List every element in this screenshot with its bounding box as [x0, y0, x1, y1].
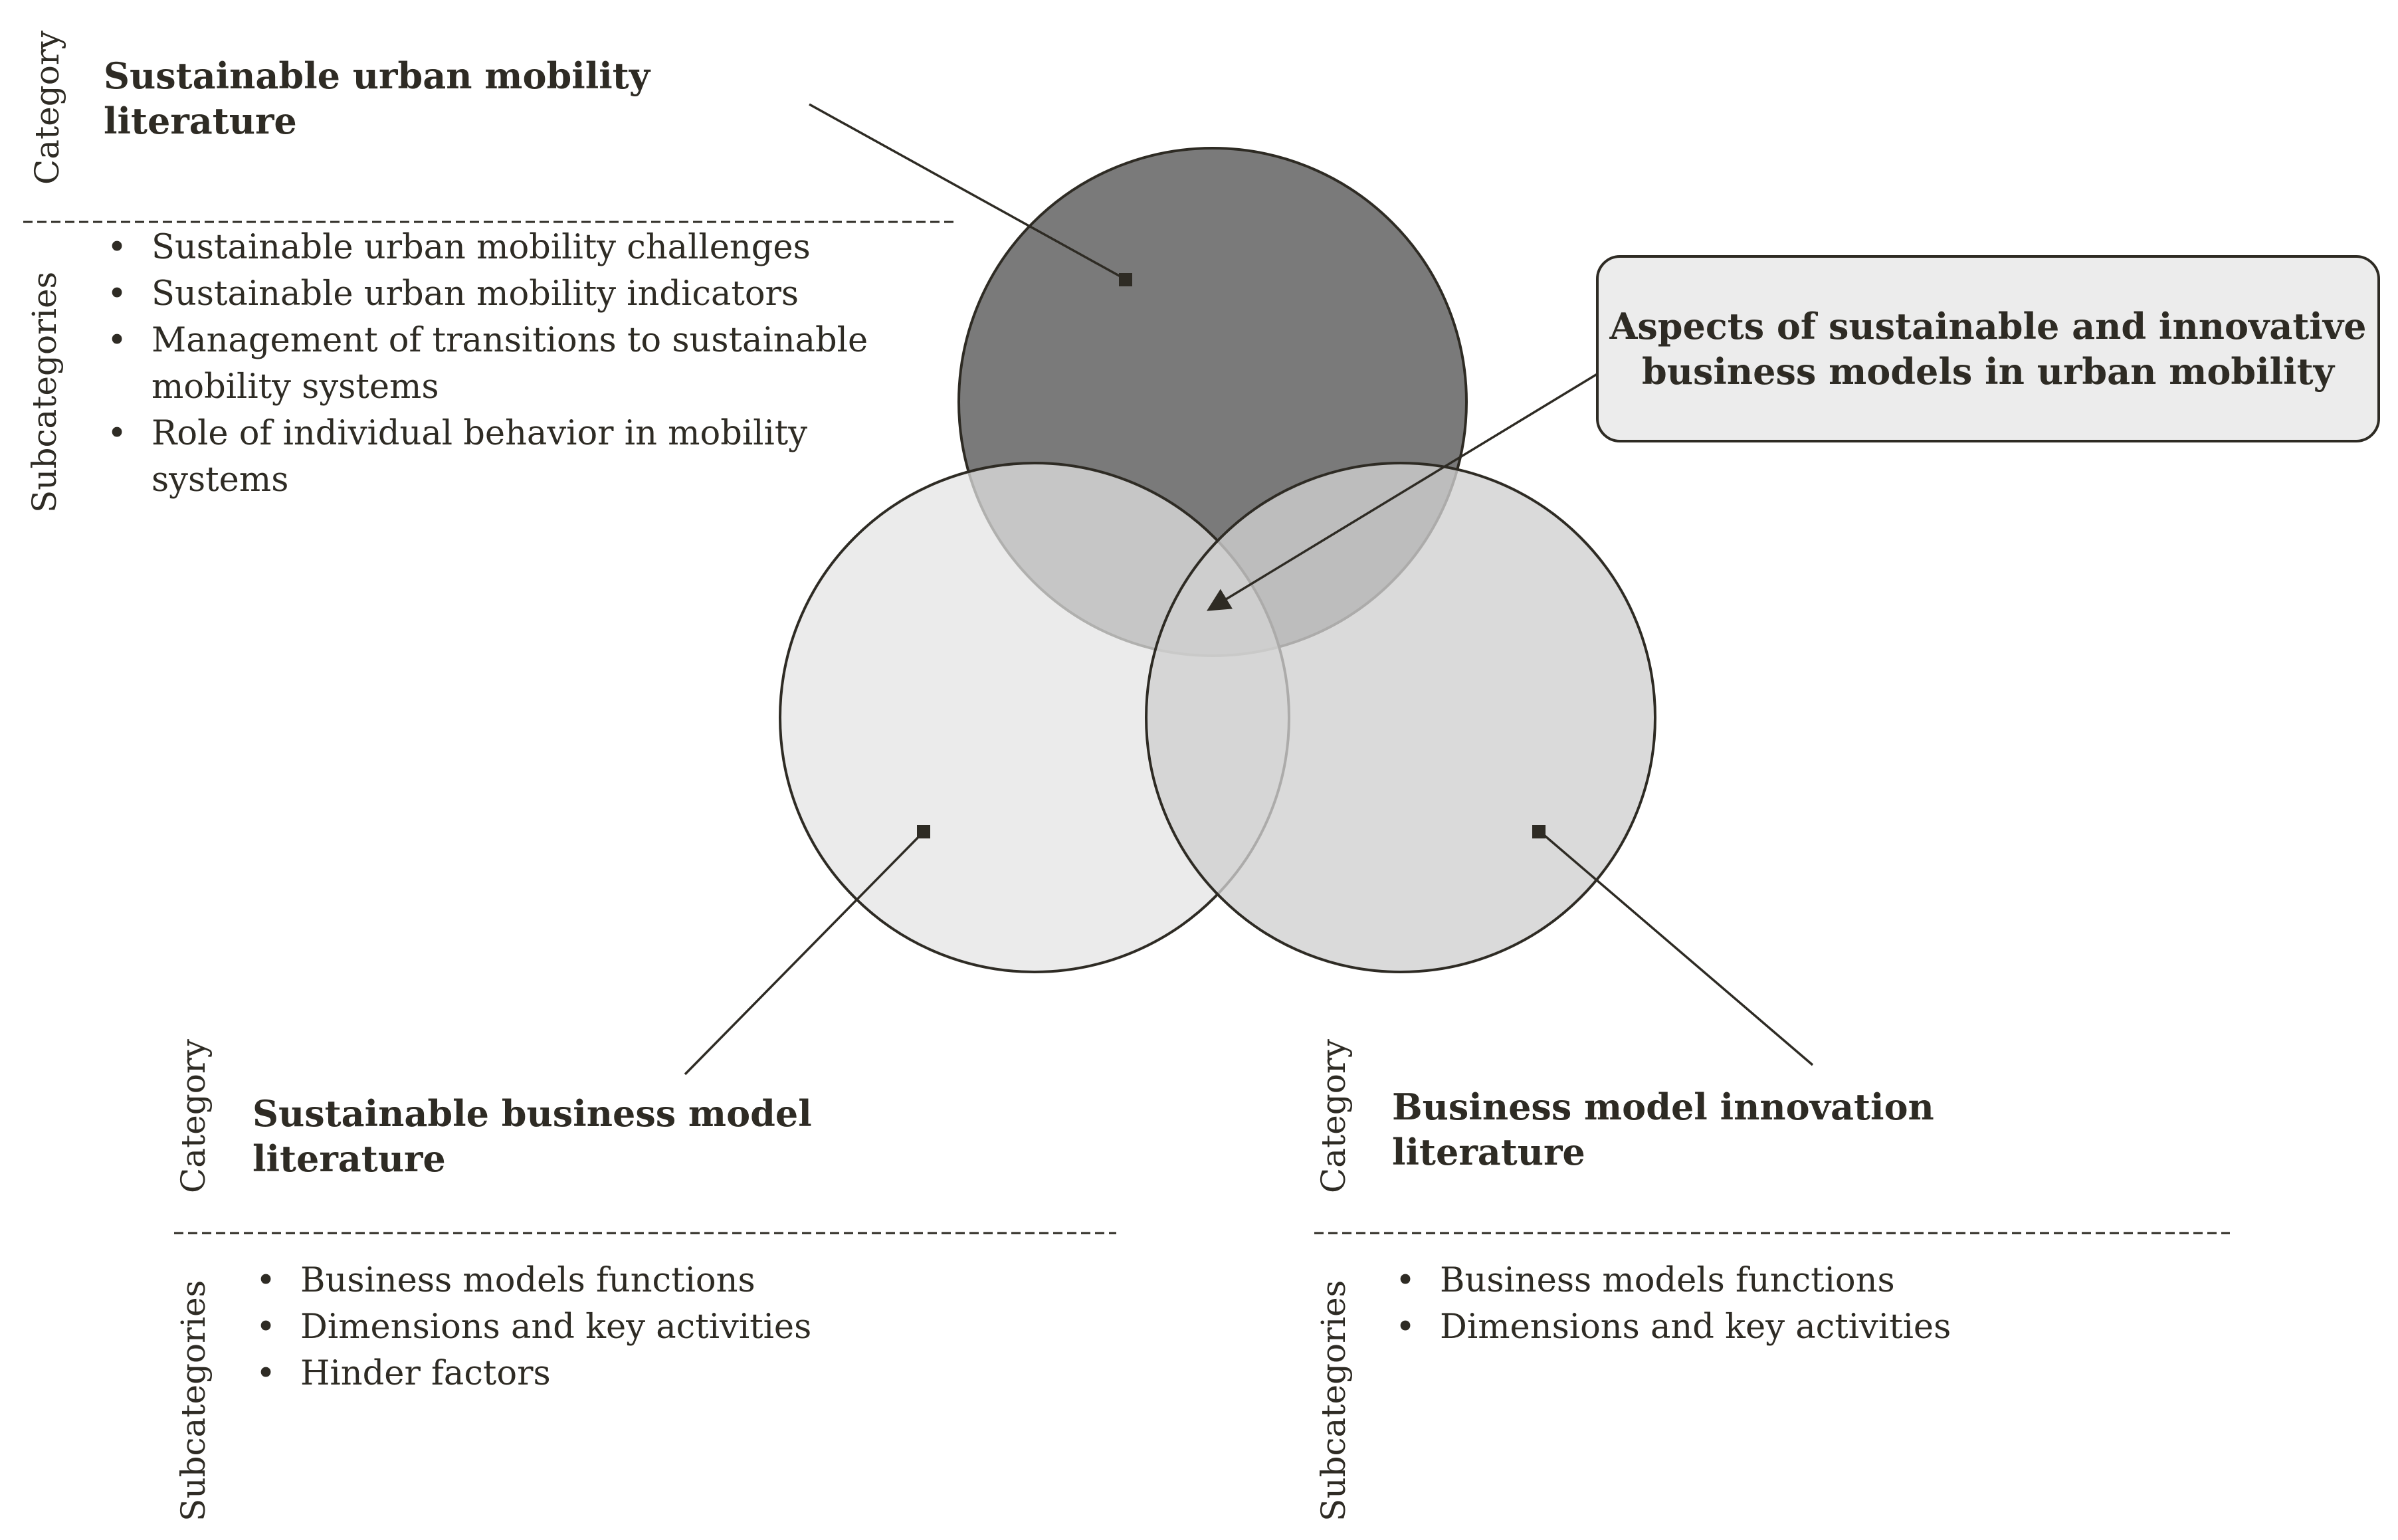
- bullet: •: [255, 1261, 276, 1300]
- list-item-text: Business models functions: [300, 1261, 755, 1300]
- left-title-line1: Sustainable business model: [252, 1092, 812, 1135]
- right-title-line1: Business model innovation: [1392, 1086, 1934, 1128]
- top-subcategories-label: Subcategories: [25, 271, 64, 513]
- connector-left: [684, 830, 925, 1076]
- list-item: • Hinder factors: [252, 1351, 811, 1397]
- right-category-title: Business model innovation literature: [1392, 1084, 1934, 1175]
- list-item-text: Sustainable urban mobility indicators: [151, 274, 799, 314]
- list-item-text: Sustainable urban mobility challenges: [151, 228, 811, 267]
- connector-right: [1539, 830, 1814, 1066]
- list-item-text: Dimensions and key activities: [1440, 1307, 1951, 1347]
- list-item: • Role of individual behavior in mobilit…: [104, 411, 868, 504]
- bullet: •: [255, 1307, 276, 1347]
- connector-top-marker: [1119, 273, 1132, 286]
- bullet: •: [106, 228, 128, 267]
- list-item-text-continued: mobility systems: [151, 367, 439, 407]
- connector-left-marker: [917, 825, 930, 838]
- bullet: •: [106, 274, 128, 314]
- list-item-text: Management of transitions to sustainable: [151, 321, 868, 360]
- top-subcategory-list: • Sustainable urban mobility challenges …: [104, 225, 868, 504]
- top-category-label: Category: [28, 30, 66, 185]
- connector-top: [809, 103, 1127, 281]
- list-item-text: Role of individual behavior in mobility: [151, 414, 808, 453]
- list-item: • Business models functions: [252, 1258, 811, 1304]
- list-item-text-continued: systems: [151, 460, 289, 500]
- list-item: • Dimensions and key activities: [252, 1304, 811, 1351]
- top-title-line1: Sustainable urban mobility: [104, 54, 650, 97]
- bullet: •: [106, 321, 128, 360]
- list-item: • Dimensions and key activities: [1392, 1304, 1951, 1351]
- left-category-title: Sustainable business model literature: [252, 1091, 812, 1181]
- left-category-label: Category: [174, 1038, 213, 1193]
- right-category-label: Category: [1314, 1038, 1353, 1193]
- right-subcategories-label: Subcategories: [1314, 1280, 1353, 1521]
- list-item: • Sustainable urban mobility challenges: [104, 225, 868, 271]
- right-subcategory-list: • Business models functions • Dimensions…: [1392, 1258, 1951, 1351]
- list-item: • Sustainable urban mobility indicators: [104, 271, 868, 318]
- connector-right-marker: [1532, 825, 1546, 838]
- left-subcategory-list: • Business models functions • Dimensions…: [252, 1258, 811, 1397]
- list-item-text: Dimensions and key activities: [300, 1307, 812, 1347]
- list-item: • Management of transitions to sustainab…: [104, 318, 868, 411]
- left-subcategories-label: Subcategories: [174, 1280, 213, 1521]
- bullet: •: [1395, 1307, 1416, 1347]
- list-item-text: Business models functions: [1440, 1261, 1895, 1300]
- bullet: •: [106, 414, 128, 453]
- circle-business-model-innovation: [1145, 462, 1656, 973]
- callout-line2: business models in urban mobility: [1641, 350, 2334, 393]
- intersection-callout: Aspects of sustainable and innovative bu…: [1596, 255, 2380, 442]
- bullet: •: [1395, 1261, 1416, 1300]
- list-item-text: Hinder factors: [300, 1354, 551, 1393]
- list-item: • Business models functions: [1392, 1258, 1951, 1304]
- top-category-title: Sustainable urban mobility literature: [104, 53, 650, 144]
- left-title-line2: literature: [252, 1137, 446, 1180]
- callout-line1: Aspects of sustainable and innovative: [1609, 305, 2367, 347]
- bullet: •: [255, 1354, 276, 1393]
- right-title-line2: literature: [1392, 1131, 1585, 1173]
- top-title-line2: literature: [104, 100, 297, 142]
- callout-arrow: [1207, 369, 1603, 611]
- callout-text: Aspects of sustainable and innovative bu…: [1609, 304, 2366, 394]
